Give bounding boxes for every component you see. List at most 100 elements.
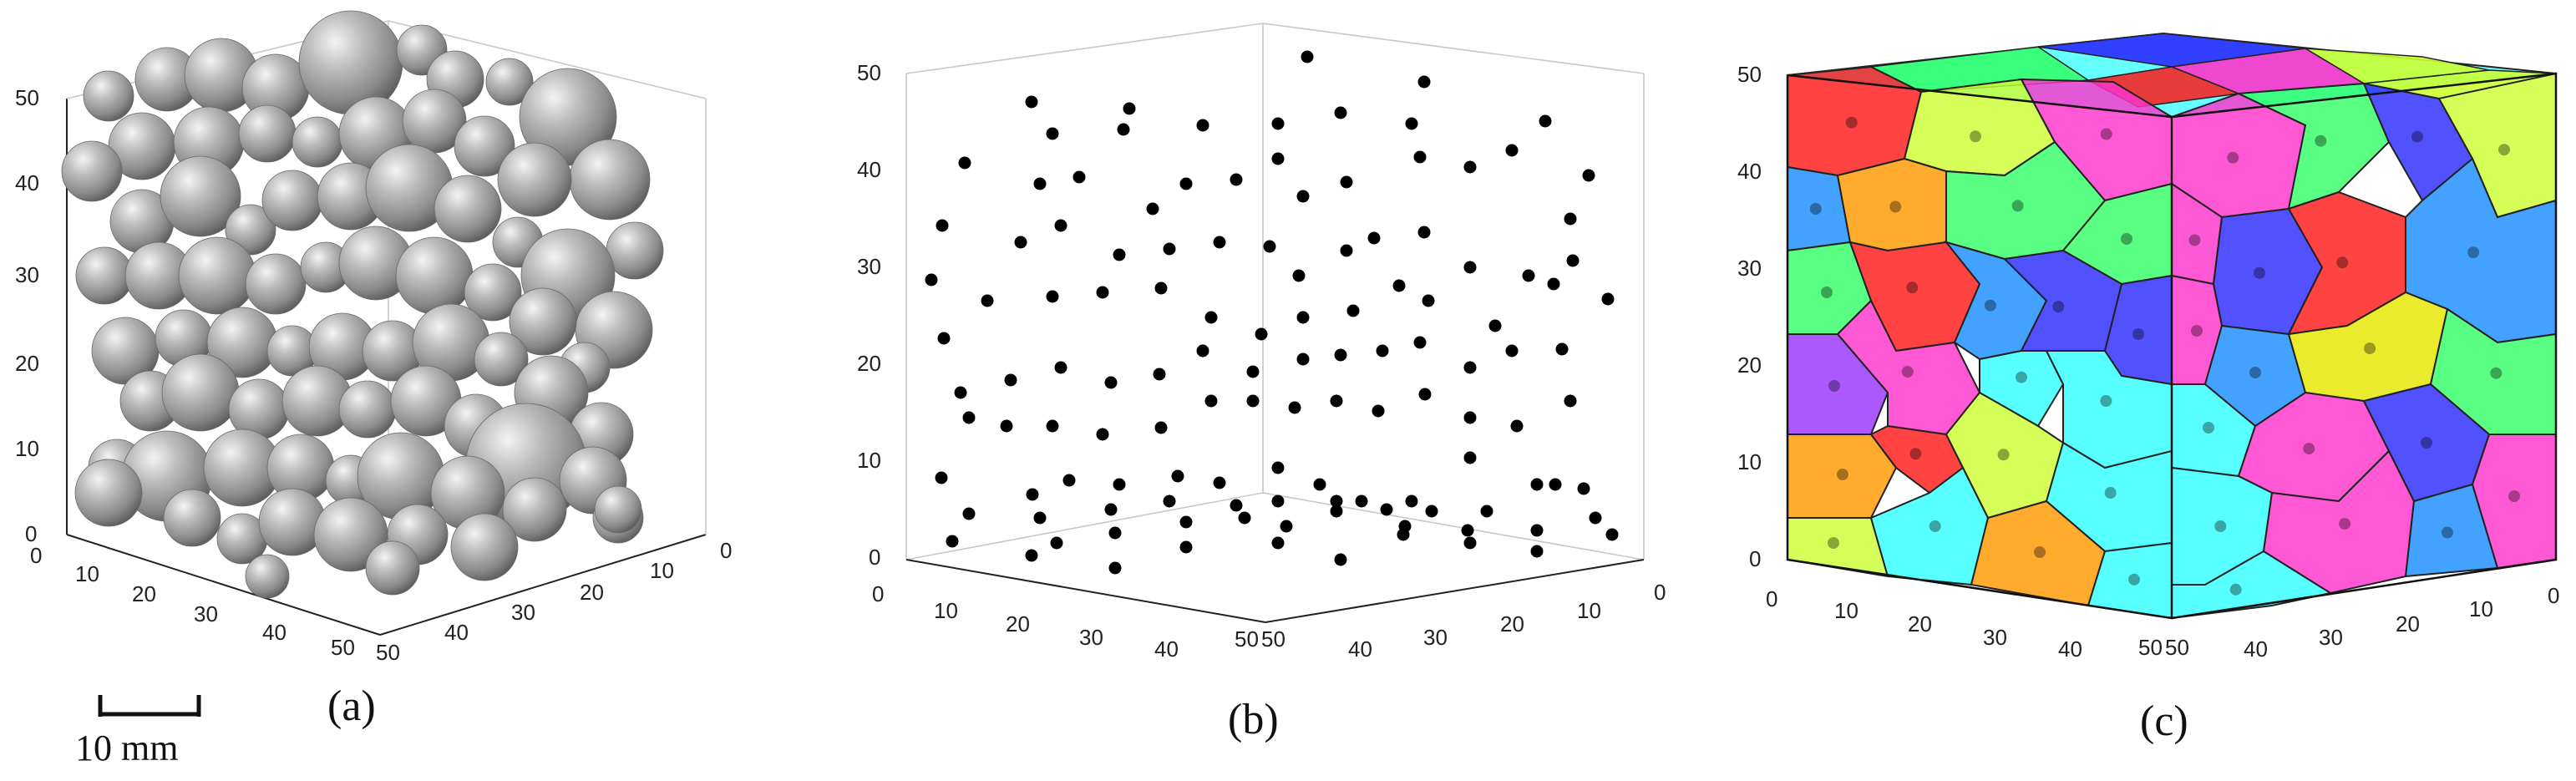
sphere — [464, 263, 522, 322]
seed-point — [1026, 488, 1039, 501]
seed-point — [1505, 344, 1519, 358]
sphere — [83, 70, 134, 122]
panel-c-x-tick: 50 — [2138, 635, 2163, 660]
panel-c-z-tick: 30 — [1737, 256, 1762, 281]
seed-point — [1046, 419, 1059, 433]
cell-seed-point — [2100, 128, 2112, 140]
seed-point — [946, 535, 959, 548]
cell-seed-point — [2104, 487, 2117, 499]
seed-point — [1367, 231, 1381, 245]
sphere — [502, 477, 567, 542]
sphere — [594, 485, 642, 534]
seed-point — [1117, 123, 1130, 136]
cell-seed-point — [2100, 395, 2112, 407]
cell-seed-point — [2411, 130, 2423, 143]
seed-point — [1313, 478, 1326, 491]
sphere — [474, 332, 529, 387]
seed-point — [1163, 494, 1176, 508]
seed-point — [1296, 311, 1310, 324]
panel-a-z-tick: 40 — [15, 170, 39, 195]
sphere — [61, 140, 123, 202]
seed-point — [1422, 294, 1435, 307]
panel-b-x-tick: 0 — [872, 581, 884, 606]
seed-point — [1033, 177, 1047, 190]
cell-seed-point — [2034, 546, 2046, 558]
seed-point — [1463, 536, 1477, 550]
cell-seed-point — [2052, 301, 2065, 313]
panel-b-z-tick: 40 — [857, 157, 881, 182]
seed-point — [1213, 236, 1226, 249]
sphere — [292, 116, 343, 168]
cell-seed-point — [2336, 256, 2349, 269]
sphere — [161, 353, 240, 432]
seed-point — [1113, 248, 1126, 261]
scale-bar-label: 10 mm — [75, 728, 178, 768]
seed-point — [1288, 401, 1301, 414]
seed-point — [1154, 281, 1168, 295]
panel-c-tick-labels: 0 10 20 30 40 50 0 10 20 30 40 50 0 10 2… — [1737, 62, 2559, 662]
seed-point — [1589, 511, 1602, 525]
panel-b-z-tick: 0 — [869, 545, 880, 570]
seed-point — [1179, 515, 1193, 529]
panel-c-y-tick: 40 — [2244, 636, 2268, 662]
cell-seed-point — [1906, 281, 1919, 294]
sphere — [606, 221, 664, 280]
seed-point — [1271, 117, 1285, 130]
seed-point — [1123, 102, 1136, 115]
panel-b-x-tick: 10 — [934, 598, 958, 623]
seed-point — [1463, 451, 1477, 464]
seed-point — [1530, 524, 1544, 537]
panel-b-x-tick: 40 — [1154, 636, 1179, 662]
panel-c: 0 10 20 30 40 50 0 10 20 30 40 50 0 10 2… — [1737, 32, 2559, 745]
seed-point — [1196, 344, 1209, 358]
sphere — [365, 540, 420, 596]
seed-point — [1463, 160, 1477, 174]
cell-seed-point — [2442, 526, 2453, 539]
cell-seed-point — [1901, 366, 1914, 378]
sphere — [238, 104, 297, 163]
cell-seed-point — [2303, 443, 2315, 455]
seed-point — [1463, 411, 1477, 424]
sphere — [160, 155, 241, 237]
sphere — [569, 139, 651, 221]
sphere — [74, 459, 143, 527]
panel-c-cells — [1787, 65, 2557, 620]
seed-point — [958, 156, 971, 170]
seed-point — [1271, 461, 1285, 474]
cell-seed-point — [2249, 367, 2261, 378]
seed-point — [1179, 177, 1193, 190]
panel-b-y-tick: 50 — [1261, 626, 1285, 652]
cell-seed-point — [2016, 371, 2027, 383]
seed-point — [1376, 344, 1389, 358]
seed-point — [1461, 524, 1474, 537]
seed-point — [1488, 319, 1502, 332]
seed-point — [1296, 352, 1310, 366]
panel-a-y-tick: 0 — [720, 538, 732, 563]
seed-point — [1072, 170, 1086, 184]
seed-point — [1033, 511, 1047, 525]
seed-point — [1062, 474, 1076, 487]
seed-point — [1000, 419, 1013, 433]
seed-point — [1292, 269, 1306, 282]
panel-c-z-tick: 0 — [1749, 546, 1761, 571]
panel-a-x-tick: 20 — [132, 581, 156, 606]
seed-point — [962, 411, 976, 424]
cell-seed-point — [2132, 328, 2144, 340]
sphere — [75, 246, 134, 305]
panel-b-y-tick: 40 — [1348, 636, 1372, 662]
seed-point — [1271, 536, 1285, 550]
sphere — [454, 115, 515, 177]
panel-a-y-tick: 10 — [650, 558, 674, 583]
seed-point — [1108, 526, 1122, 540]
panel-c-x-tick: 30 — [1983, 625, 2007, 650]
cell-seed-point — [1845, 116, 1858, 129]
panel-c-y-tick: 20 — [2396, 611, 2420, 636]
cell-seed-point — [2490, 367, 2502, 379]
sphere — [163, 489, 221, 547]
seed-point — [1046, 127, 1059, 140]
panel-b-tick-labels: 0 10 20 30 40 50 0 10 20 30 40 50 0 10 2… — [857, 60, 1666, 662]
seed-point — [1505, 144, 1519, 157]
panel-c-z-tick: 50 — [1737, 62, 1762, 87]
panel-b-y-tick: 30 — [1423, 625, 1448, 650]
sphere — [485, 58, 534, 106]
